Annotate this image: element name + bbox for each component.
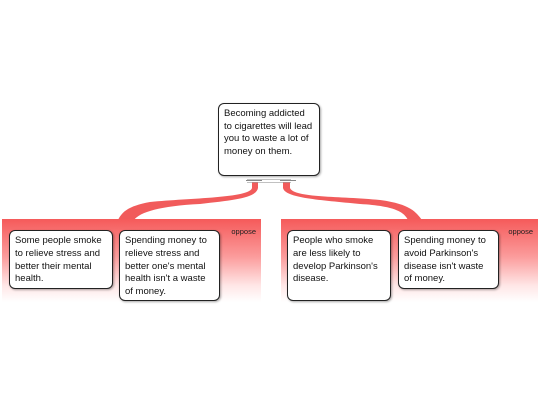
connector-left [118, 182, 258, 220]
main-claim-text: Becoming addicted to cigarettes will lea… [224, 108, 313, 157]
premise-text: Some people smoke to relieve stress and … [15, 235, 102, 285]
premise-text: People who smoke are less likely to deve… [293, 235, 378, 285]
premise-text: Spending money to relieve stress and bet… [125, 235, 207, 298]
premise-box[interactable]: People who smoke are less likely to deve… [287, 230, 391, 301]
connector-right [283, 182, 422, 220]
main-claim-box[interactable]: Becoming addicted to cigarettes will lea… [218, 103, 320, 183]
premise-text: Spending money to avoid Parkinson's dise… [404, 235, 486, 285]
oppose-label: oppose [231, 227, 256, 236]
oppose-label: oppose [508, 227, 533, 236]
premise-box[interactable]: Spending money to avoid Parkinson's dise… [398, 230, 499, 289]
premise-box[interactable]: Some people smoke to relieve stress and … [9, 230, 113, 289]
premise-box[interactable]: Spending money to relieve stress and bet… [119, 230, 220, 301]
